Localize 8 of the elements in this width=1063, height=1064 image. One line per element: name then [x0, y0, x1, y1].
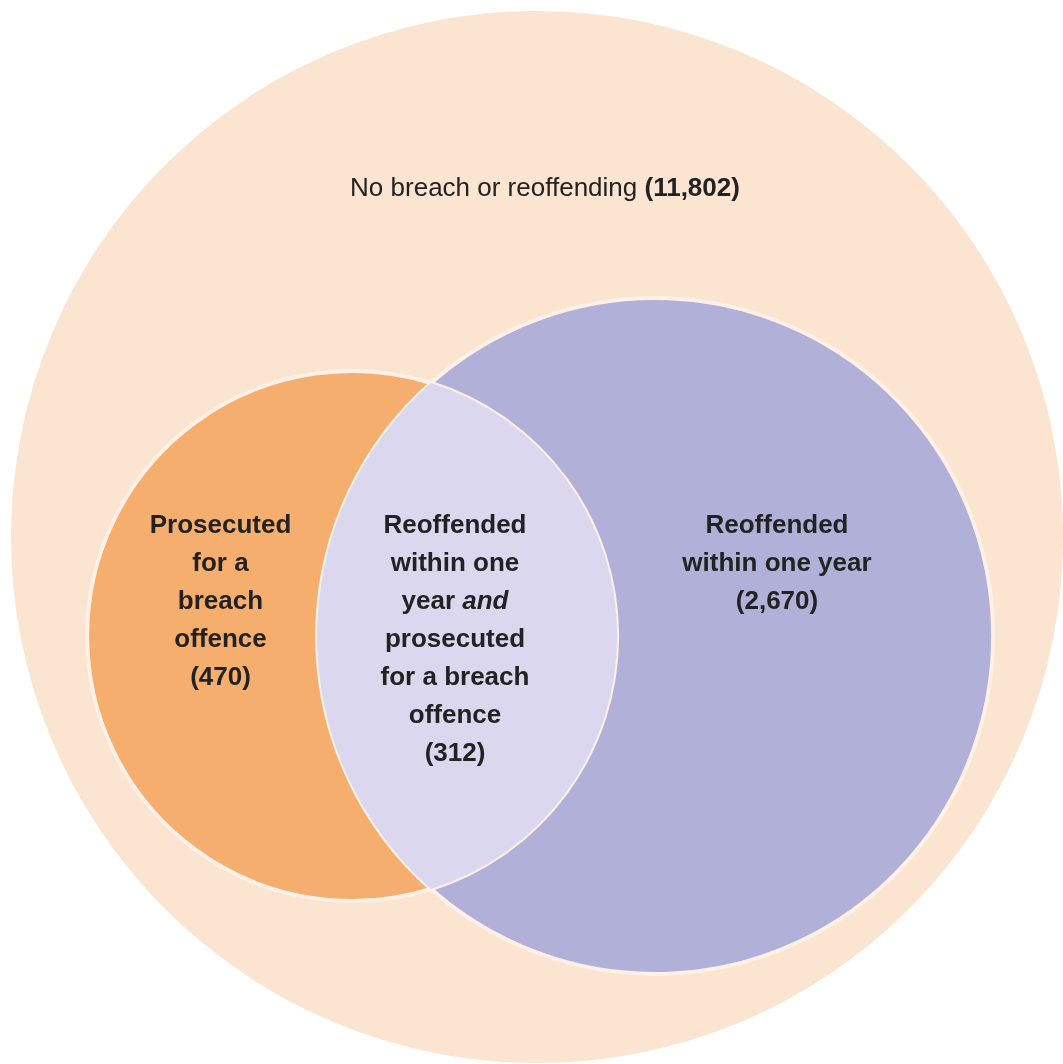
set-label: No breach or reoffending [350, 172, 638, 202]
set-label: Reoffended within one year and prosecuted for a breach offence [379, 508, 531, 731]
count-label: (2,670) [734, 584, 820, 617]
set-label: Prosecuted for a breach offence [148, 508, 293, 655]
set-label: Reoffended within one year [682, 508, 872, 579]
count-label: (11,802) [644, 172, 740, 202]
count-label: (470) [189, 660, 252, 693]
count-label: (312) [423, 736, 487, 769]
